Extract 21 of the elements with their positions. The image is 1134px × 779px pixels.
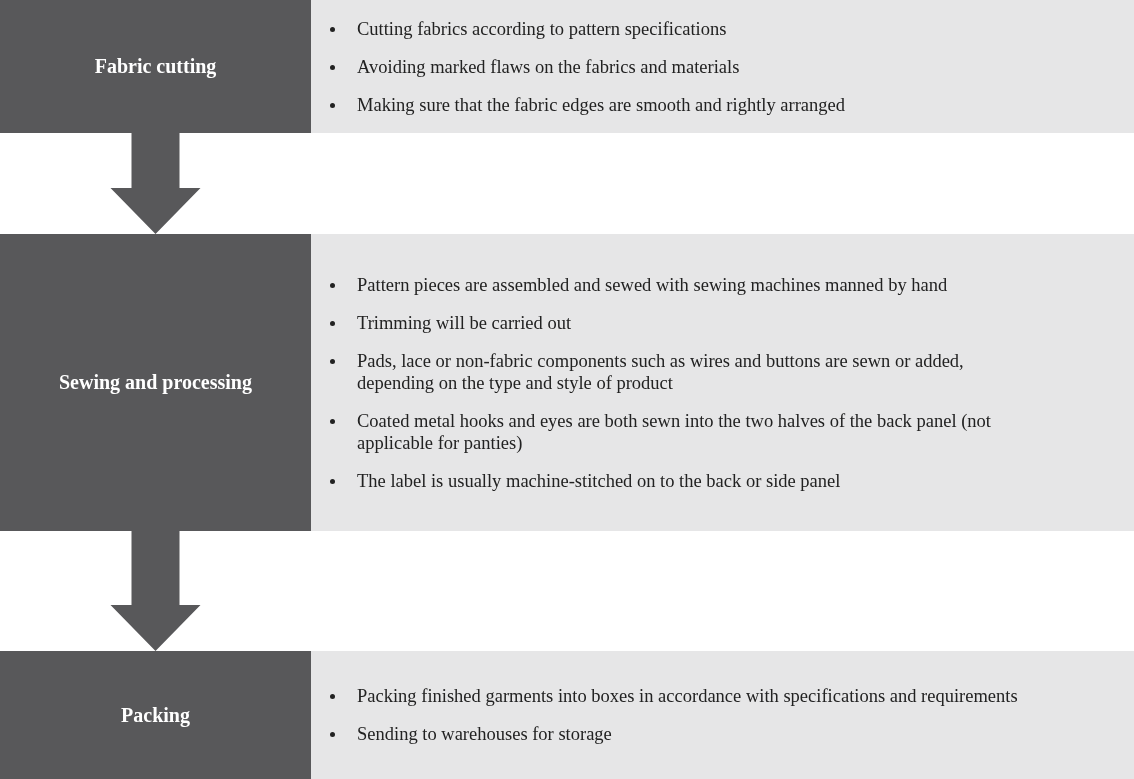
stage-box bbox=[0, 234, 311, 531]
bullet-item: Coated metal hooks and eyes are both sewn into the two halves of the back panel (not applicable for panties) bbox=[357, 409, 1007, 454]
bullet-item: Avoiding marked flaws on the fabrics and materials bbox=[357, 55, 846, 78]
description-panel bbox=[311, 0, 1134, 133]
stage-title: Sewing and processing bbox=[59, 371, 252, 394]
bullet-item: Pads, lace or non-fabric components such as wires and buttons are sewn or added, depending on the type and style of product bbox=[357, 349, 1007, 394]
description-panel bbox=[311, 234, 1134, 531]
bullet-item: Packing finished garments into boxes in accordance with specifications and requirements bbox=[357, 685, 1018, 707]
stage-title: Packing bbox=[121, 703, 190, 727]
bullet-item: The label is usually machine-stitched on to the back or side panel bbox=[357, 469, 1007, 492]
bullet-item: Cutting fabrics according to pattern specifications bbox=[357, 17, 846, 40]
bullet-item: Pattern pieces are assembled and sewed with sewing machines manned by hand bbox=[357, 273, 1007, 296]
block-arrow bbox=[110, 133, 201, 234]
bullet-item: Sending to warehouses for storage bbox=[357, 723, 1018, 745]
bullet-item: Making sure that the fabric edges are smooth and rightly arranged bbox=[357, 93, 846, 116]
block-arrow bbox=[110, 531, 201, 651]
stage-title: Fabric cutting bbox=[94, 55, 217, 78]
bullet-item: Trimming will be carried out bbox=[357, 311, 1007, 334]
stage-box bbox=[0, 651, 311, 779]
description-panel bbox=[311, 651, 1134, 779]
stage-box bbox=[0, 0, 311, 133]
